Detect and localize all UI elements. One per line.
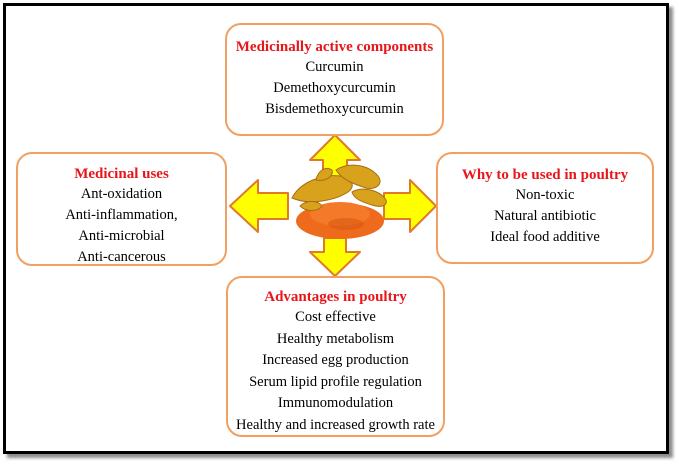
- list-item: Bisdemethoxycurcumin: [265, 101, 404, 117]
- arrow-left: [229, 179, 289, 233]
- list-item: Cost effective: [295, 309, 376, 325]
- list-item: Healthy and increased growth rate: [236, 416, 435, 433]
- list-item: Serum lipid profile regulation: [249, 373, 422, 390]
- list-item: Natural antibiotic: [494, 208, 596, 224]
- box-title: Medicinal uses: [74, 166, 169, 182]
- medicinal-uses-box: Medicinal uses Ant-oxidation Anti-inflam…: [16, 152, 227, 266]
- list-item: Non-toxic: [515, 187, 575, 203]
- active-components-box: Medicinally active components Curcumin D…: [225, 23, 444, 136]
- list-item: Immunomodulation: [277, 395, 394, 411]
- turmeric-image: [291, 164, 387, 239]
- list-item: Healthy metabolism: [276, 330, 395, 347]
- arrow-right: [383, 179, 437, 233]
- list-item: Anti-microbial: [78, 228, 165, 244]
- list-item: Anti-cancerous: [77, 249, 166, 265]
- list-item: Curcumin: [305, 59, 364, 75]
- box-title: Medicinally active components: [235, 39, 434, 55]
- box-title: Why to be used in poultry: [461, 167, 629, 183]
- box-title: Advantages in poultry: [264, 289, 407, 305]
- list-item: Demethoxycurcumin: [273, 80, 396, 96]
- turmeric-root-icon: [291, 164, 387, 211]
- advantages-poultry-box: Advantages in poultry Cost effective Hea…: [226, 276, 445, 437]
- list-item: Anti-inflammation,: [65, 207, 178, 223]
- why-poultry-box: Why to be used in poultry Non-toxic Natu…: [436, 152, 654, 264]
- list-item: Ant-oxidation: [80, 186, 163, 202]
- arrow-down: [309, 237, 361, 277]
- list-item: Increased egg production: [262, 352, 409, 368]
- list-item: Ideal food additive: [490, 229, 600, 245]
